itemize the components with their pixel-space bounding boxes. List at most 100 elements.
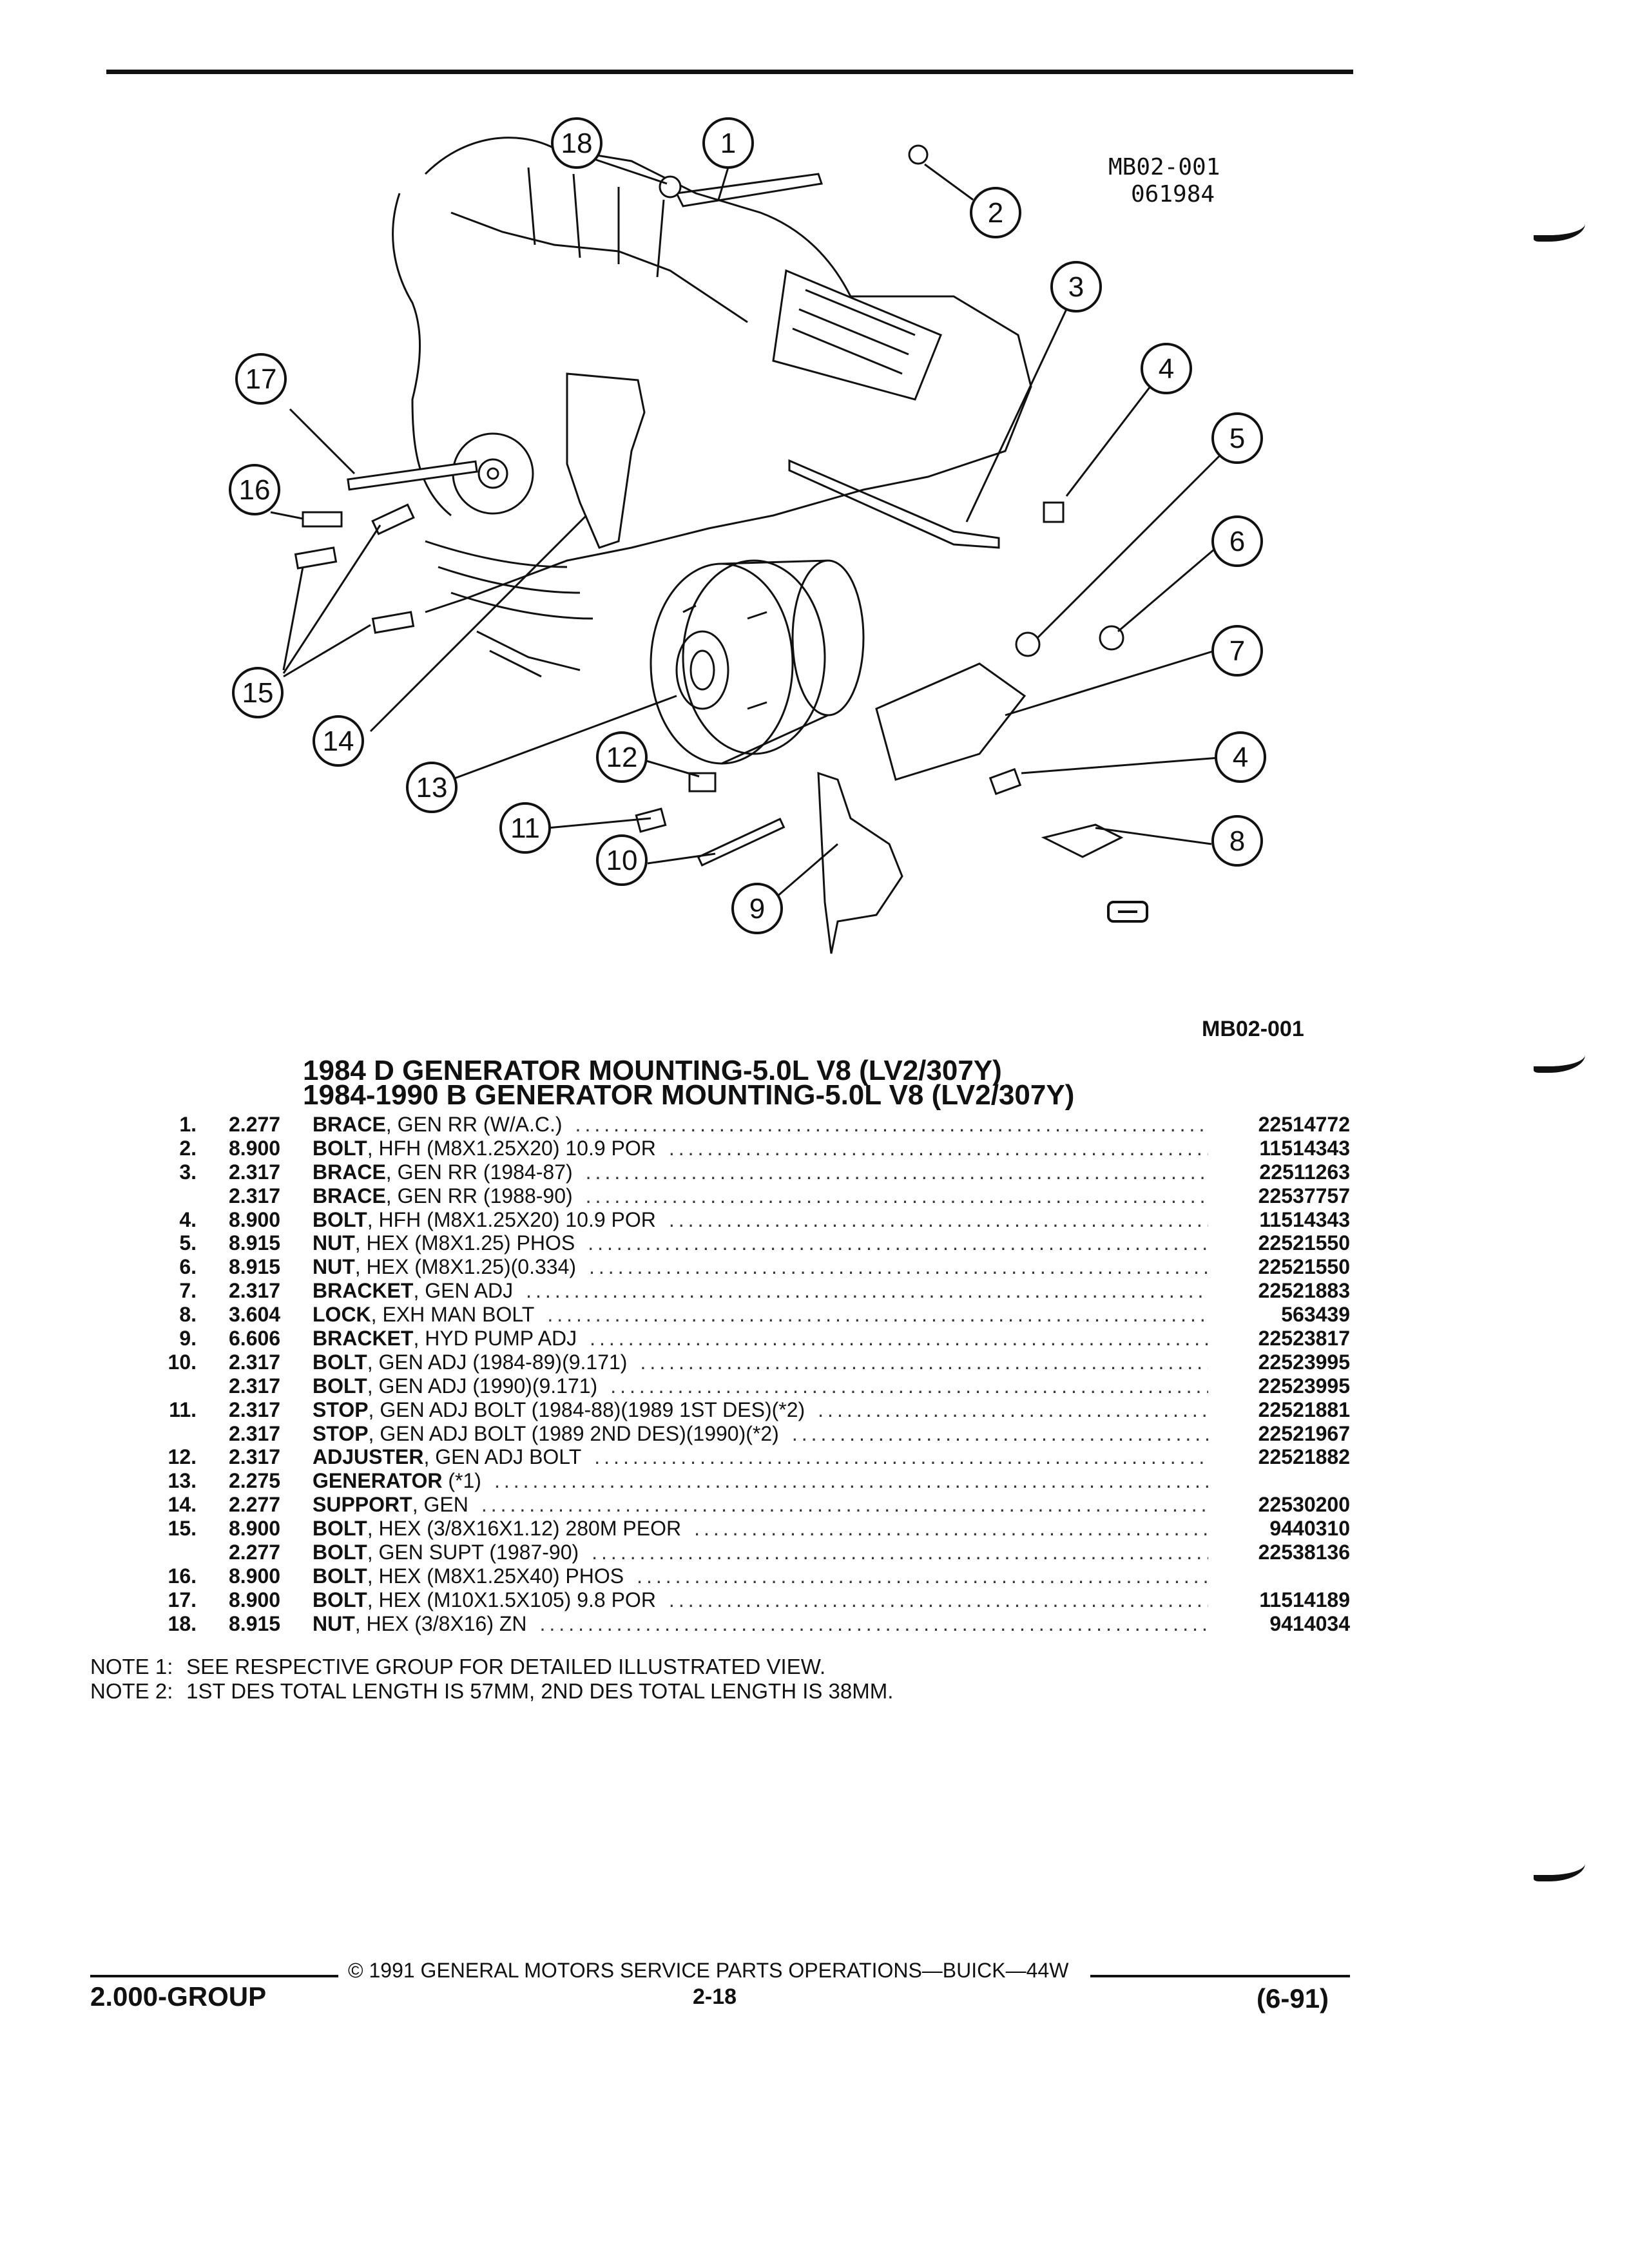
part-name: BOLT [313, 1564, 367, 1588]
group-number: 8.900 [229, 1136, 281, 1160]
parts-row: 5. 8.915 NUT, HEX (M8X1.25) PHOS..........… [145, 1231, 1356, 1255]
parts-row: 2.317 BOLT, GEN ADJ (1990)(9.171)........… [145, 1374, 1356, 1398]
fasteners-drawing [294, 144, 1124, 867]
part-detail: , HEX (3/8X16X1.12) 280M PEOR [367, 1517, 682, 1541]
part-description: NUT, HEX (M8X1.25)(0.334)...............… [313, 1255, 1350, 1279]
leader-dots: ........................................… [539, 1611, 1208, 1635]
part-description: GENERATOR (*1)..........................… [313, 1469, 1350, 1493]
part-description: BOLT, GEN ADJ (1990)(9.171).............… [313, 1374, 1350, 1398]
part-name: NUT [313, 1231, 355, 1255]
item-number: 4. [179, 1207, 197, 1231]
note-2: NOTE 2: 1ST DES TOTAL LENGTH IS 57MM, 2N… [90, 1679, 893, 1704]
item-number: 14. [168, 1493, 197, 1517]
section-title-line2: 1984-1990 B GENERATOR MOUNTING-5.0L V8 (… [303, 1079, 1075, 1111]
group-number: 2.277 [229, 1113, 281, 1136]
callout-2: 2 [988, 197, 1003, 229]
leader-dots: ........................................… [818, 1398, 1208, 1421]
callout-4: 4 [1159, 353, 1174, 385]
part-detail: , GEN ADJ (1990)(9.171) [367, 1374, 598, 1398]
group-number: 8.915 [229, 1611, 281, 1635]
leader-dots: ........................................… [547, 1303, 1208, 1327]
top-rule [106, 70, 1353, 74]
footer-rule-left [90, 1975, 338, 1977]
note-text: 1ST DES TOTAL LENGTH IS 57MM, 2ND DES TO… [186, 1679, 894, 1703]
item-number: 5. [179, 1231, 197, 1255]
part-description: BRACE, GEN RR (W/A.C.)..................… [313, 1113, 1350, 1137]
footer-date: (6-91) [1257, 1983, 1329, 2013]
part-number: 22523995 [1258, 1350, 1350, 1374]
item-number: 12. [168, 1445, 197, 1469]
part-name: BOLT [313, 1136, 367, 1160]
group-number: 2.317 [229, 1279, 281, 1303]
group-number: 8.915 [229, 1231, 281, 1255]
leader-dots: ........................................… [481, 1493, 1208, 1517]
part-number: 22521967 [1258, 1421, 1350, 1445]
part-detail: , GEN RR (1984-87) [385, 1160, 573, 1184]
part-description: BRACE, GEN RR (1984-87).................… [313, 1160, 1350, 1184]
part-name: BRACE [313, 1184, 386, 1207]
leader-dots: ........................................… [610, 1374, 1208, 1398]
brackets-drawing [566, 173, 1124, 954]
part-description: NUT, HEX (3/8X16) ZN....................… [313, 1612, 1350, 1636]
group-number: 2.317 [229, 1374, 281, 1398]
item-number: 11. [169, 1398, 197, 1421]
group-number: 3.604 [229, 1303, 281, 1327]
leader-dots: ........................................… [637, 1564, 1208, 1588]
footer-page-number: 2-18 [693, 1984, 737, 2009]
callout-6: 6 [1229, 526, 1245, 557]
part-description: LOCK, EXH MAN BOLT......................… [313, 1303, 1350, 1327]
group-number: 2.277 [229, 1541, 281, 1564]
footer-copyright: © 1991 GENERAL MOTORS SERVICE PARTS OPER… [348, 1959, 1069, 1982]
leader-dots: ........................................… [791, 1421, 1208, 1445]
callout-9: 9 [749, 893, 765, 925]
part-name: STOP [313, 1421, 369, 1445]
part-number: 22521883 [1258, 1279, 1350, 1303]
part-description: BOLT, HEX (3/8X16X1.12) 280M PEOR.......… [313, 1517, 1350, 1541]
generator-drawing [650, 559, 865, 765]
part-description: BOLT, HEX (M8X1.25X40) PHOS.............… [313, 1564, 1350, 1588]
leader-dots: ........................................… [589, 1255, 1208, 1279]
part-name: SUPPORT [313, 1493, 412, 1517]
part-number: 22514772 [1258, 1113, 1350, 1136]
part-name: BRACKET [313, 1327, 414, 1350]
group-number: 6.606 [229, 1327, 281, 1350]
part-description: BRACKET, GEN ADJ........................… [313, 1279, 1350, 1303]
part-description: STOP, GEN ADJ BOLT (1984-88)(1989 1ST DE… [313, 1398, 1350, 1422]
exploded-view-illustration: 1 2 3 4 5 6 7 4 8 9 10 11 12 13 14 15 16… [229, 117, 1266, 954]
item-number: 13. [168, 1469, 197, 1493]
part-name: BOLT [313, 1374, 367, 1398]
part-number: 22521881 [1258, 1398, 1350, 1421]
part-name: NUT [313, 1255, 355, 1279]
part-detail: , HEX (M10X1.5X105) 9.8 POR [367, 1588, 656, 1611]
part-description: SUPPORT, GEN............................… [313, 1493, 1350, 1517]
callout-18: 18 [561, 128, 593, 159]
part-detail: , HEX (M8X1.25) PHOS [354, 1231, 575, 1255]
leader-dots: ........................................… [594, 1445, 1208, 1469]
part-description: NUT, HEX (M8X1.25) PHOS.................… [313, 1231, 1350, 1255]
leader-dots: ........................................… [494, 1469, 1208, 1493]
part-detail: , HYD PUMP ADJ [413, 1327, 577, 1350]
footer-group: 2.000-GROUP [90, 1981, 267, 2012]
part-detail: , EXH MAN BOLT [371, 1303, 535, 1327]
part-number: 22521882 [1258, 1445, 1350, 1469]
item-number: 7. [179, 1279, 197, 1303]
part-detail: , GEN ADJ BOLT [423, 1445, 582, 1469]
part-detail: (*1) [442, 1469, 481, 1493]
part-detail: , GEN ADJ [413, 1279, 514, 1303]
group-number: 2.317 [229, 1421, 281, 1445]
part-detail: , HFH (M8X1.25X20) 10.9 POR [367, 1207, 656, 1231]
note-label: NOTE 2: [90, 1679, 173, 1703]
part-name: BOLT [313, 1588, 367, 1611]
part-detail: , HEX (M8X1.25X40) PHOS [367, 1564, 624, 1588]
note-label: NOTE 1: [90, 1655, 173, 1678]
group-number: 8.900 [229, 1588, 281, 1611]
part-detail: , GEN ADJ BOLT (1989 2ND DES)(1990)(*2) [368, 1421, 779, 1445]
